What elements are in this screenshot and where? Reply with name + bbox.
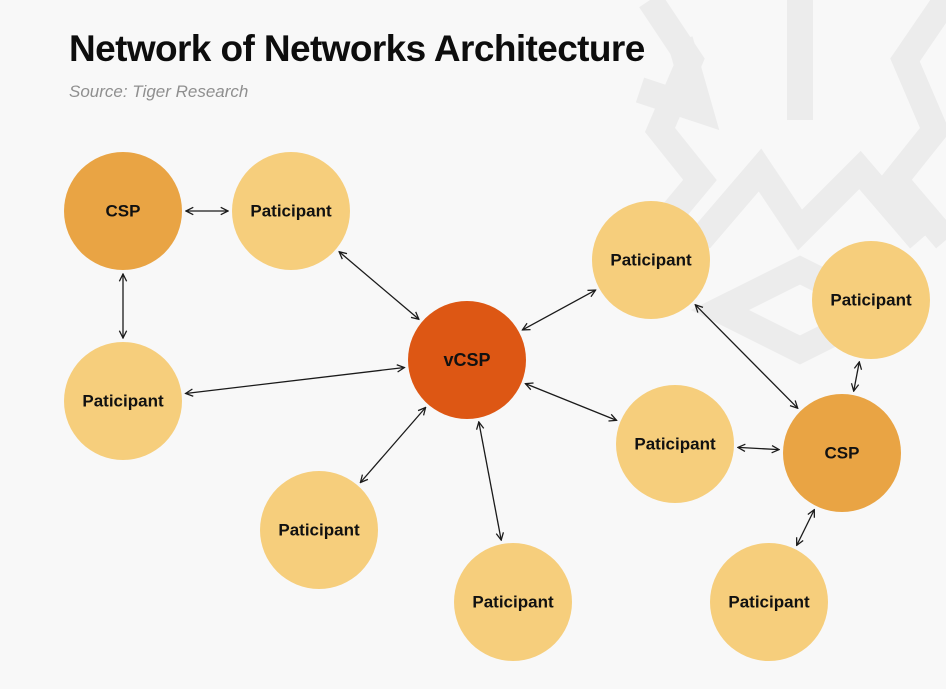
participant-label: Paticipant <box>634 435 716 454</box>
participant-circle <box>812 241 930 359</box>
node-participant-3: Paticipant <box>592 201 710 319</box>
participant-circle <box>710 543 828 661</box>
vcsp-label: vCSP <box>443 350 490 370</box>
participant-label: Paticipant <box>472 593 554 612</box>
node-participant-7: Paticipant <box>812 241 930 359</box>
connector-csp-2-participant-8 <box>797 510 815 546</box>
node-csp-2: CSP <box>783 394 901 512</box>
csp-label: CSP <box>825 444 860 463</box>
participant-circle <box>592 201 710 319</box>
connector-participant-2-vcsp <box>186 368 405 394</box>
source-caption: Source: Tiger Research <box>69 82 249 101</box>
participant-circle <box>616 385 734 503</box>
node-csp-1: CSP <box>64 152 182 270</box>
connector-vcsp-participant-3 <box>522 290 595 330</box>
vcsp-circle <box>408 301 526 419</box>
node-participant-6: Paticipant <box>616 385 734 503</box>
participant-label: Paticipant <box>278 521 360 540</box>
connector-vcsp-participant-6 <box>525 384 616 421</box>
csp-circle <box>783 394 901 512</box>
participant-circle <box>454 543 572 661</box>
participant-circle <box>232 152 350 270</box>
participant-circle <box>64 342 182 460</box>
connector-participant-3-csp-2 <box>695 305 797 408</box>
participant-label: Paticipant <box>82 392 164 411</box>
page-title: Network of Networks Architecture <box>69 28 645 69</box>
node-participant-5: Paticipant <box>454 543 572 661</box>
connector-vcsp-participant-5 <box>479 422 501 540</box>
node-participant-1: Paticipant <box>232 152 350 270</box>
connector-participant-7-csp-2 <box>854 362 860 391</box>
participant-label: Paticipant <box>728 593 810 612</box>
csp-label: CSP <box>106 202 141 221</box>
node-participant-8: Paticipant <box>710 543 828 661</box>
csp-circle <box>64 152 182 270</box>
participant-label: Paticipant <box>250 202 332 221</box>
node-participant-4: Paticipant <box>260 471 378 589</box>
connector-vcsp-participant-4 <box>360 408 425 483</box>
participant-label: Paticipant <box>610 251 692 270</box>
node-participant-2: Paticipant <box>64 342 182 460</box>
participant-circle <box>260 471 378 589</box>
connector-participant-1-vcsp <box>339 252 419 320</box>
participant-label: Paticipant <box>830 291 912 310</box>
connector-layer <box>123 211 859 545</box>
node-vcsp: vCSP <box>408 301 526 419</box>
connector-participant-6-csp-2 <box>738 447 779 449</box>
